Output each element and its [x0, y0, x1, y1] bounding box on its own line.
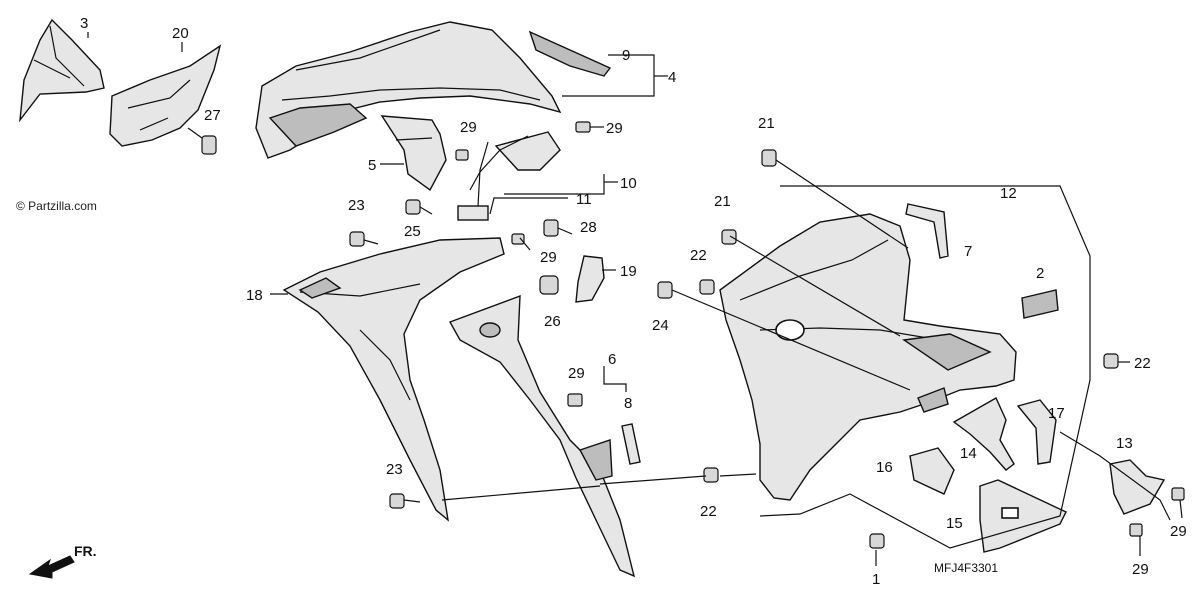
part-2-drawing [1021, 289, 1059, 319]
callout-21-b: 21 [714, 193, 731, 210]
callout-13: 13 [1116, 435, 1133, 452]
part-18-drawing [282, 237, 505, 522]
front-label: FR. [74, 543, 97, 559]
part-12-drawing [719, 213, 1017, 501]
callout-22-c: 22 [700, 503, 717, 520]
bolt-29-mid [567, 393, 583, 407]
bolt-22-lower [703, 467, 719, 483]
callout-4: 4 [668, 69, 676, 86]
callout-12: 12 [1000, 185, 1017, 202]
front-direction-arrow: FR. [28, 543, 97, 579]
part-4-drawing [255, 21, 612, 159]
part-3-drawing [19, 18, 105, 123]
callout-29-e: 29 [1132, 561, 1149, 578]
callout-1: 1 [872, 571, 880, 588]
callout-27: 27 [204, 107, 221, 124]
part-10-drawing [457, 131, 561, 221]
callout-22-a: 22 [690, 247, 707, 264]
part-20-drawing [109, 44, 222, 147]
watermark-text: © Partzilla.com [16, 199, 97, 213]
callout-14: 14 [960, 445, 977, 462]
callout-6: 6 [608, 351, 616, 368]
part-19-drawing [575, 255, 605, 303]
part-17-drawing [1016, 399, 1057, 465]
callout-2: 2 [1036, 265, 1044, 282]
bolt-23-lower [389, 493, 421, 509]
part-16-drawing [909, 447, 955, 495]
callout-29-d: 29 [568, 365, 585, 382]
callout-25: 25 [404, 223, 421, 240]
callout-3: 3 [80, 15, 88, 32]
part-9-drawing [528, 30, 612, 77]
callout-16: 16 [876, 459, 893, 476]
callout-23-a: 23 [348, 197, 365, 214]
callout-19: 19 [620, 263, 637, 280]
callout-29-c: 29 [540, 249, 557, 266]
callout-15: 15 [946, 515, 963, 532]
part-14-drawing [952, 397, 1015, 471]
callouts: 3 20 27 9 4 29 29 5 10 11 23 25 28 29 19… [80, 15, 1187, 588]
part-8-drawing [621, 423, 641, 465]
callout-17: 17 [1048, 405, 1065, 422]
callout-18: 18 [246, 287, 263, 304]
callout-22-b: 22 [1134, 355, 1151, 372]
callout-10: 10 [620, 175, 637, 192]
callout-29-f: 29 [1170, 523, 1187, 540]
bolts-right [657, 149, 1119, 549]
part-6-drawing [448, 294, 636, 578]
part-15-drawing [979, 479, 1067, 553]
callout-29-b: 29 [460, 119, 477, 136]
callout-9: 9 [622, 47, 630, 64]
callout-5: 5 [368, 157, 376, 174]
callout-28: 28 [580, 219, 597, 236]
callout-21-a: 21 [758, 115, 775, 132]
callout-8: 8 [624, 395, 632, 412]
part-7-drawing [905, 203, 949, 259]
diagram-code: MFJ4F3301 [934, 561, 998, 575]
callout-26: 26 [544, 313, 561, 330]
part-5-drawing [380, 115, 447, 192]
callout-20: 20 [172, 25, 189, 42]
callout-23-b: 23 [386, 461, 403, 478]
callout-24: 24 [652, 317, 669, 334]
callout-7: 7 [964, 243, 972, 260]
fasteners-center [349, 199, 573, 295]
callout-29-a: 29 [606, 120, 623, 137]
part-27-drawing [187, 127, 217, 155]
leader-lines [87, 32, 1183, 566]
callout-11: 11 [576, 191, 592, 208]
